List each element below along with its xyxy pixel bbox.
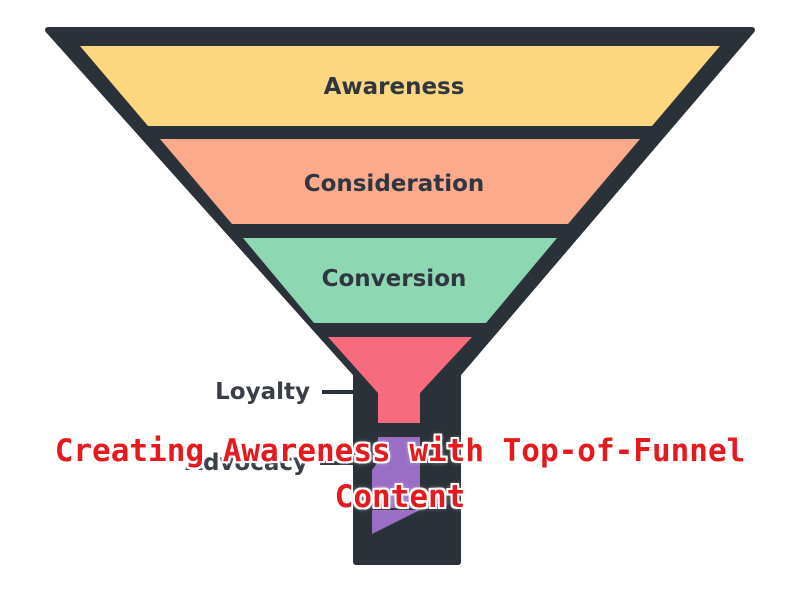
label-awareness: Awareness [324,74,465,100]
label-conversion: Conversion [322,266,467,292]
label-advocacy: Advocacy [185,450,308,476]
funnel-stem-inner [372,510,420,534]
funnel-band-awareness [80,46,720,126]
label-loyalty: Loyalty [215,379,310,405]
funnel-band-conversion [243,238,557,323]
overlay-title: Creating Awareness with Top-of-Funnel Co… [0,428,800,520]
funnel-band-consideration [160,139,640,224]
overlay-title-line-2: Content [334,479,466,515]
overlay-title-line-1: Creating Awareness with Top-of-Funnel [54,433,746,469]
label-consideration: Consideration [304,171,485,197]
funnel-band-loyalty [328,337,472,423]
